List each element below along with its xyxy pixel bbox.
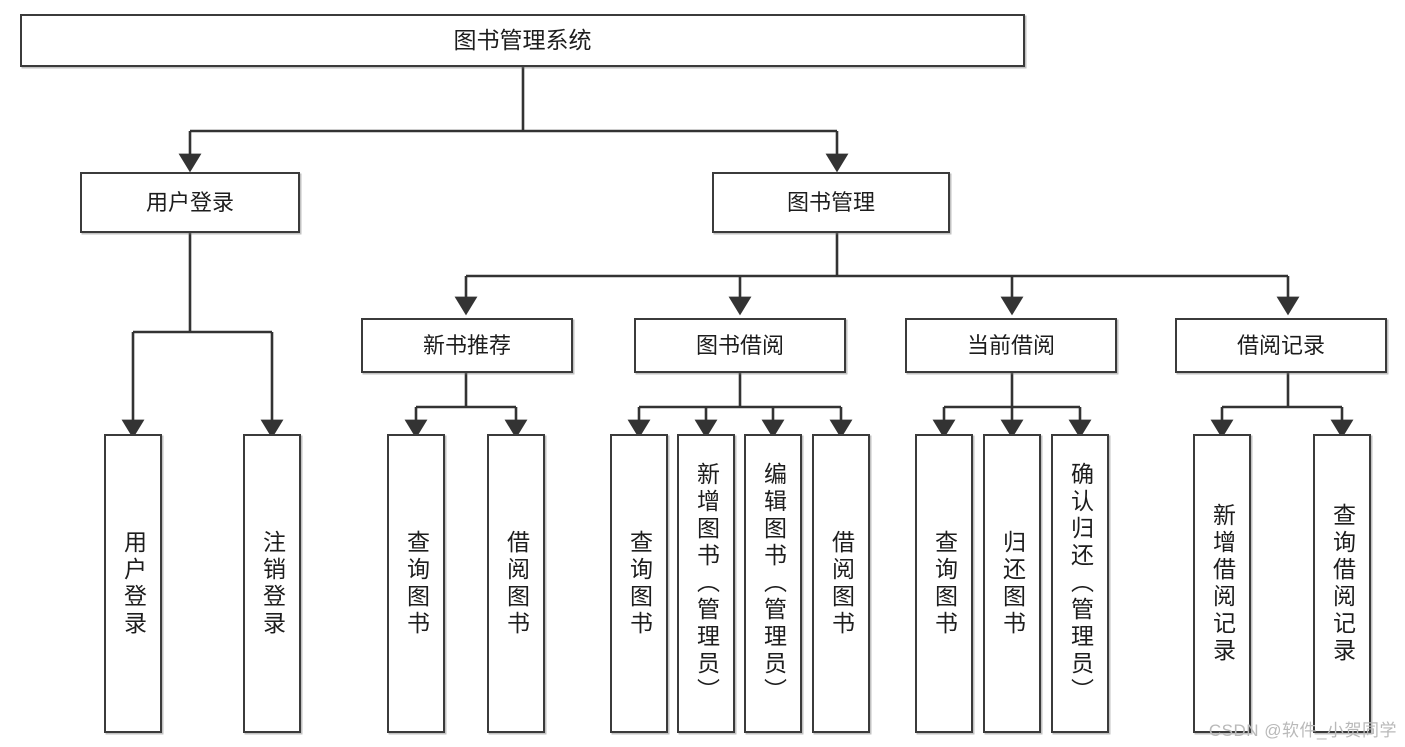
leaf-new-book-query-label: 查询图书	[403, 529, 430, 638]
leaf-borrow-add-book-admin-label: 新增图书（管理员）	[693, 462, 720, 705]
node-book-borrow-label: 图书借阅	[695, 332, 784, 358]
node-root[interactable]: 图书管理系统	[20, 14, 1025, 67]
watermark: CSDN @软件_小贺同学	[1208, 721, 1397, 740]
leaf-borrow-borrow-book[interactable]: 借阅图书	[812, 434, 870, 733]
node-book-management-label: 图书管理	[786, 189, 875, 215]
leaf-borrow-query-book-label: 查询图书	[626, 529, 653, 638]
node-borrow-record-label: 借阅记录	[1236, 332, 1325, 358]
leaf-current-confirm-return-admin[interactable]: 确认归还（管理员）	[1051, 434, 1109, 733]
leaf-record-query-label: 查询借阅记录	[1329, 502, 1356, 665]
leaf-new-book-borrow-label: 借阅图书	[503, 529, 530, 638]
leaf-new-book-borrow[interactable]: 借阅图书	[487, 434, 545, 733]
leaf-user-login-signin[interactable]: 用户登录	[104, 434, 162, 733]
node-root-label: 图书管理系统	[453, 26, 592, 53]
leaf-borrow-edit-book-admin[interactable]: 编辑图书（管理员）	[744, 434, 802, 733]
leaf-current-return-book[interactable]: 归还图书	[983, 434, 1041, 733]
leaf-borrow-query-book[interactable]: 查询图书	[610, 434, 668, 733]
node-new-book-recommend-label: 新书推荐	[422, 332, 511, 358]
leaf-current-return-book-label: 归还图书	[999, 529, 1026, 638]
node-current-borrow[interactable]: 当前借阅	[905, 318, 1117, 373]
node-user-login[interactable]: 用户登录	[80, 172, 300, 233]
node-book-borrow[interactable]: 图书借阅	[634, 318, 846, 373]
leaf-current-query-book[interactable]: 查询图书	[915, 434, 973, 733]
node-current-borrow-label: 当前借阅	[966, 332, 1055, 358]
leaf-current-confirm-return-admin-label: 确认归还（管理员）	[1067, 462, 1094, 705]
leaf-record-add-label: 新增借阅记录	[1209, 502, 1236, 665]
node-new-book-recommend[interactable]: 新书推荐	[361, 318, 573, 373]
node-book-management[interactable]: 图书管理	[712, 172, 950, 233]
leaf-user-login-signout-label: 注销登录	[259, 529, 286, 638]
leaf-current-query-book-label: 查询图书	[931, 529, 958, 638]
leaf-borrow-borrow-book-label: 借阅图书	[828, 529, 855, 638]
node-borrow-record[interactable]: 借阅记录	[1175, 318, 1387, 373]
leaf-record-add[interactable]: 新增借阅记录	[1193, 434, 1251, 733]
leaf-borrow-edit-book-admin-label: 编辑图书（管理员）	[760, 462, 787, 705]
leaf-borrow-add-book-admin[interactable]: 新增图书（管理员）	[677, 434, 735, 733]
leaf-record-query[interactable]: 查询借阅记录	[1313, 434, 1371, 733]
node-user-login-label: 用户登录	[145, 189, 234, 215]
leaf-user-login-signout[interactable]: 注销登录	[243, 434, 301, 733]
leaf-new-book-query[interactable]: 查询图书	[387, 434, 445, 733]
leaf-user-login-signin-label: 用户登录	[120, 529, 147, 638]
